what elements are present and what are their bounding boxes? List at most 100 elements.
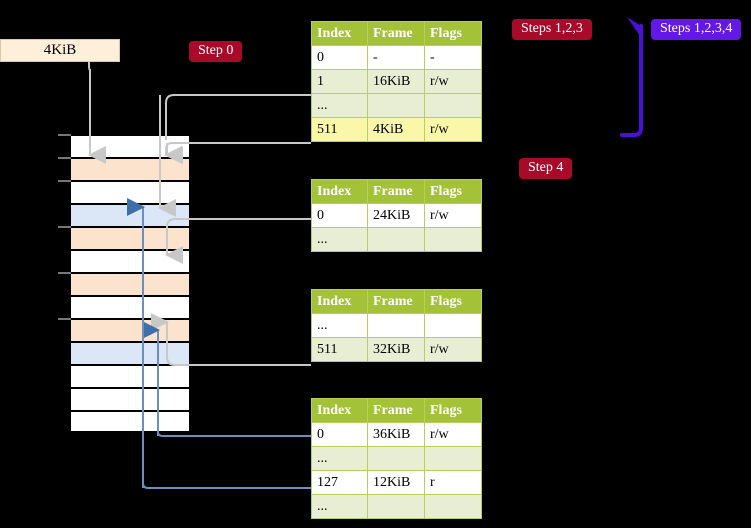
memory-frame-tick [58,318,71,320]
table-header-row: Index Frame Flags [311,398,482,423]
cell-index: ... [311,494,368,519]
memory-frame [70,249,190,272]
memory-frame [70,295,190,318]
cell-frame: 24KiB [367,203,425,228]
memory-frame [70,272,190,295]
memory-frame-tick [58,180,71,182]
cell-index: ... [311,93,368,118]
column-header-frame: Frame [367,398,425,423]
cell-flags: - [424,45,482,70]
cell-flags: r/w [424,203,482,228]
cell-frame: 32KiB [367,337,425,362]
table-row: 511 4KiB r/w [311,117,482,142]
cell-flags [424,494,482,519]
memory-frame [70,387,190,410]
badge-step-4: Step 4 [519,158,573,180]
table-header-row: Index Frame Flags [311,21,482,46]
connector-table1-row1-to-memory [164,93,311,103]
column-header-index: Index [311,289,368,314]
memory-frame [70,410,190,433]
table-row: 0 - - [311,45,482,70]
page-size-box: 4KiB [0,39,120,62]
cell-index: 127 [311,470,368,495]
table-row: ... [311,93,482,118]
column-header-index: Index [311,21,368,46]
table-row: ... [311,494,482,519]
cell-frame: 36KiB [367,422,425,447]
cell-frame: 16KiB [367,69,425,94]
column-header-frame: Frame [367,21,425,46]
steps-loop-arrowhead [627,17,641,36]
badge-steps-1-2-3-4-label: Steps 1,2,3,4 [660,21,733,36]
table-row: 0 24KiB r/w [311,203,482,228]
badge-step-0-label: Step 0 [198,43,234,58]
table-row: ... [311,227,482,252]
memory-frame-tick [58,157,71,159]
memory-frame-tick [58,272,71,274]
memory-frame [70,180,190,203]
cell-index: 0 [311,203,368,228]
cell-flags [424,227,482,252]
table-header-row: Index Frame Flags [311,179,482,204]
cell-index: 0 [311,45,368,70]
badge-step-0: Step 0 [189,41,243,63]
memory-frame [70,364,190,387]
column-header-frame: Frame [367,179,425,204]
level-1-page-table: Index Frame Flags 0 36KiB r/w ... 127 12… [311,398,482,519]
memory-frame [70,203,190,226]
level-4-page-table: Index Frame Flags 0 - - 1 16KiB r/w ... [311,21,482,142]
cell-flags: r/w [424,422,482,447]
cell-index: ... [311,227,368,252]
cell-index: 1 [311,69,368,94]
cell-frame [367,93,425,118]
cell-index: ... [311,446,368,471]
cell-index: 511 [311,337,368,362]
cell-frame: - [367,45,425,70]
cell-flags [424,313,482,338]
memory-frame [70,341,190,364]
table-header-row: Index Frame Flags [311,289,482,314]
table-row: 511 32KiB r/w [311,337,482,362]
column-header-flags: Flags [424,179,482,204]
cell-frame [367,227,425,252]
column-header-flags: Flags [424,21,482,46]
cell-index: 0 [311,422,368,447]
memory-frame-tick [58,226,71,228]
cell-index: 511 [311,117,368,142]
table-row: ... [311,313,482,338]
level-2-page-table: Index Frame Flags ... 511 32KiB r/w [311,289,482,362]
memory-frame [70,134,190,157]
cell-frame: 12KiB [367,470,425,495]
table-row: 1 16KiB r/w [311,69,482,94]
badge-steps-1-2-3: Steps 1,2,3 [512,19,592,41]
memory-frame-tick [58,134,71,136]
table-row: ... [311,446,482,471]
badge-steps-1-2-3-4: Steps 1,2,3,4 [651,19,742,41]
memory-frame [70,318,190,341]
column-header-index: Index [311,398,368,423]
badge-step-4-label: Step 4 [528,160,564,175]
cell-frame [367,494,425,519]
cell-flags [424,93,482,118]
column-header-flags: Flags [424,289,482,314]
cell-index: ... [311,313,368,338]
cell-flags: r/w [424,337,482,362]
column-header-flags: Flags [424,398,482,423]
cell-frame: 4KiB [367,117,425,142]
column-header-index: Index [311,179,368,204]
cell-flags: r/w [424,69,482,94]
cell-frame [367,446,425,471]
cell-frame [367,313,425,338]
memory-frame [70,226,190,249]
level-3-page-table: Index Frame Flags 0 24KiB r/w ... [311,179,482,252]
badge-steps-1-2-3-label: Steps 1,2,3 [521,21,583,36]
cell-flags: r [424,470,482,495]
cell-flags [424,446,482,471]
column-header-frame: Frame [367,289,425,314]
cell-flags: r/w [424,117,482,142]
table-row: 0 36KiB r/w [311,422,482,447]
memory-frame [70,157,190,180]
physical-memory-column [70,134,190,433]
steps-loop-arrow [620,24,643,137]
